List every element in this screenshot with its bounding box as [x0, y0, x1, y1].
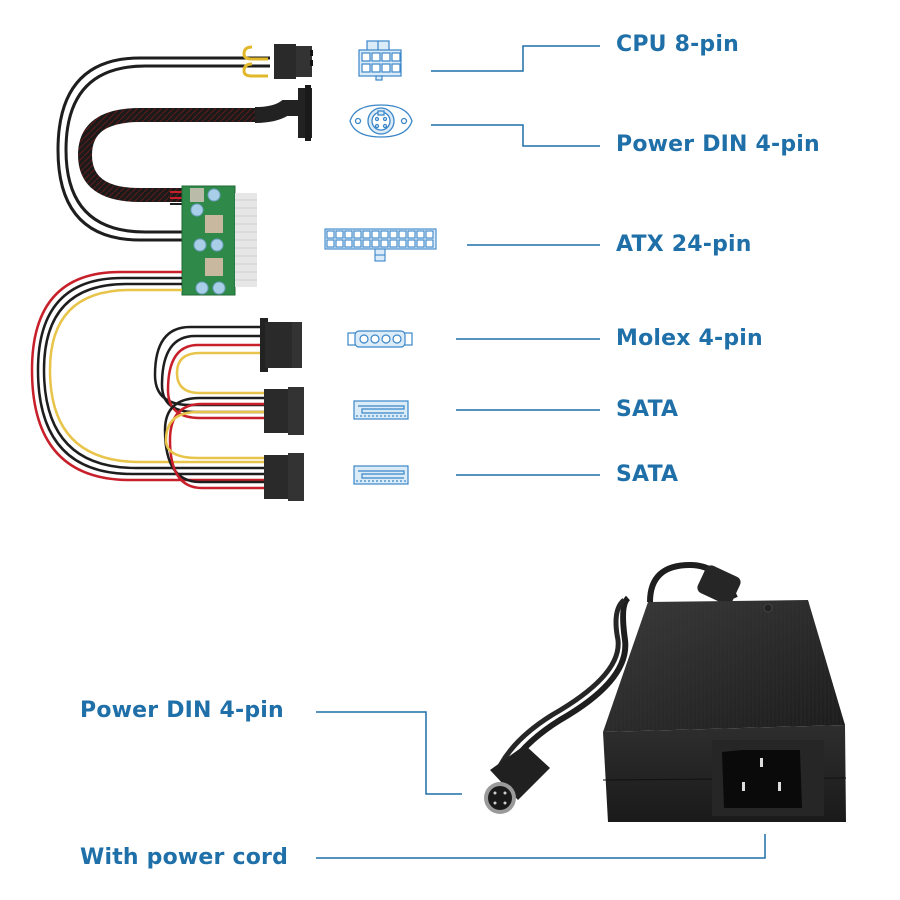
leader-line-power-cord — [316, 834, 766, 859]
label-sata-2: SATA — [616, 462, 679, 487]
atx-pin — [371, 239, 380, 248]
ferrite-bead — [697, 565, 741, 605]
label-adapter-din: Power DIN 4-pin — [80, 698, 284, 723]
atx-pin — [389, 230, 398, 239]
atx-pin — [425, 239, 434, 248]
atx-pin — [380, 230, 389, 239]
label-molex-4pin: Molex 4-pin — [616, 326, 763, 351]
atx-pin — [389, 239, 398, 248]
atx-pin — [380, 239, 389, 248]
leader-line-adapter-din — [316, 711, 462, 795]
atx-pin — [326, 239, 335, 248]
atx-pin — [326, 230, 335, 239]
label-power-din-4pin: Power DIN 4-pin — [616, 132, 820, 157]
sata-plug-2 — [264, 453, 304, 501]
peripheral-wire-harness — [30, 270, 304, 501]
atx-pin — [425, 230, 434, 239]
atx-pin — [353, 230, 362, 239]
sata-connector-icon — [353, 465, 409, 485]
sata-plug-1 — [264, 387, 304, 435]
iec-c14-socket[interactable] — [722, 750, 802, 808]
cpu-8pin-plug — [274, 44, 296, 79]
atx-pin — [398, 230, 407, 239]
cpu-8pin-cable — [56, 44, 313, 242]
atx-pin — [362, 230, 371, 239]
label-sata-1: SATA — [616, 397, 679, 422]
molex-connector-icon — [347, 330, 413, 348]
atx-pin — [353, 239, 362, 248]
atx-pin — [407, 239, 416, 248]
atx-pin — [344, 230, 353, 239]
atx-pin — [407, 230, 416, 239]
molex-plug — [260, 318, 302, 372]
atx-pin — [371, 230, 380, 239]
atx-pin — [335, 239, 344, 248]
power-adapter — [484, 561, 847, 822]
sata-connector-icon — [353, 400, 409, 420]
leader-line-cpu-8pin — [431, 45, 600, 72]
power-din-connector-icon — [349, 104, 413, 138]
atx-pin — [344, 239, 353, 248]
atx-pin — [416, 239, 425, 248]
atx-pin — [335, 230, 344, 239]
label-cpu-8pin: CPU 8-pin — [616, 32, 739, 57]
atx-24pin-connector-icon — [324, 228, 437, 262]
leader-line-power-din — [431, 124, 600, 147]
pico-psu-board — [181, 185, 257, 296]
atx-pin — [362, 239, 371, 248]
cpu-8pin-connector-icon — [358, 40, 402, 81]
label-power-cord: With power cord — [80, 845, 289, 870]
label-atx-24pin: ATX 24-pin — [616, 232, 752, 257]
din-plug — [484, 745, 550, 814]
atx-pin — [416, 230, 425, 239]
atx-pin — [398, 239, 407, 248]
